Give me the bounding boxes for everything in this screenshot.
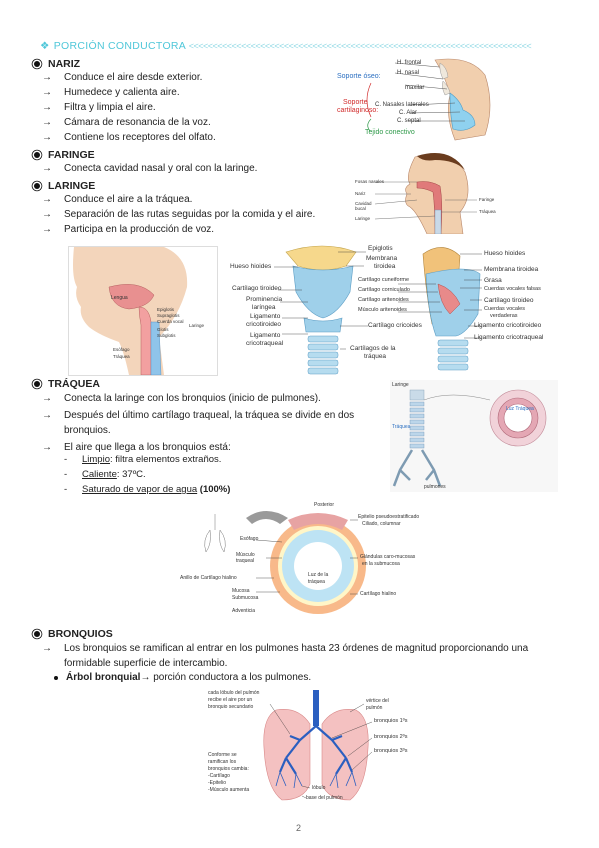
- traquea-list: →Conecta la laringe con los bronquios (i…: [42, 391, 382, 455]
- diamond-icon: ❖: [40, 40, 50, 52]
- trachea-illustration: [392, 389, 547, 487]
- bullet-icon: [34, 631, 40, 637]
- traquea-sublist: -Limpio: filtra elementos extraños. -Cal…: [64, 452, 364, 497]
- list-item: →Conecta la laringe con los bronquios (i…: [42, 393, 321, 404]
- list-item: →Los bronquios se ramifican al entrar en…: [42, 643, 529, 654]
- list-item-continuation: formidable superficie de intercambio.: [64, 658, 228, 669]
- larynx-cartilage-illustration: [274, 245, 482, 375]
- list-item: →Conecta cavidad nasal y oral con la lar…: [42, 163, 258, 174]
- nose-illustration: [366, 58, 491, 141]
- trachea-figure: Laringe Tráquea Luz Tráquea pulmones: [390, 380, 558, 492]
- faringe-list: →Conecta cavidad nasal y oral con la lar…: [42, 161, 342, 176]
- bullet-icon: [34, 183, 40, 189]
- arbol-bronquial-item: Árbol bronquial → porción conductora a l…: [54, 672, 311, 683]
- bullet-icon: [34, 61, 40, 67]
- arrow-right-icon: →: [42, 132, 52, 143]
- arrow-right-icon: →: [42, 117, 52, 128]
- trachea-cross-section-illustration: [204, 511, 366, 614]
- arrow-right-icon: →: [42, 393, 52, 404]
- sub-item: -Limpio: filtra elementos extraños.: [64, 454, 222, 465]
- laringe-list: →Conduce el aire a la tráquea. →Separaci…: [42, 192, 362, 237]
- list-item: →Conduce el aire desde exterior.: [42, 72, 203, 83]
- section-heading-nariz: NARIZ: [34, 58, 80, 70]
- larynx-sagittal-figure: Lengua Epiglotis Supraglotis Cuerda voca…: [68, 246, 218, 376]
- list-item-continuation: bronquios.: [64, 425, 111, 436]
- list-item: →Filtra y limpia el aire.: [42, 102, 156, 113]
- list-item: →El aire que llega a los bronquios está:: [42, 442, 231, 453]
- head-profile-illustration: [374, 153, 477, 235]
- decorative-chevrons: <<<<<<<<<<<<<<<<<<<<<<<<<<<<<<<<<<<<<<<<…: [188, 41, 532, 51]
- page-title: ❖PORCIÓN CONDUCTORA <<<<<<<<<<<<<<<<<<<<…: [40, 40, 532, 52]
- list-item: →Conduce el aire a la tráquea.: [42, 194, 193, 205]
- nariz-list: →Conduce el aire desde exterior. →Humede…: [42, 70, 342, 145]
- list-item: →Participa en la producción de voz.: [42, 224, 215, 235]
- arrow-right-icon: →: [42, 224, 52, 235]
- section-heading-bronquios: BRONQUIOS: [34, 628, 113, 640]
- bronquios-list: →Los bronquios se ramifican al entrar en…: [42, 641, 567, 671]
- section-heading-traquea: TRÁQUEA: [34, 378, 100, 390]
- bullet-icon: [34, 381, 40, 387]
- arrow-right-icon: →: [42, 209, 52, 220]
- pharynx-figure: Fosas nasales Nariz Cavidad bucal Laring…: [355, 152, 505, 235]
- bullet-icon: [54, 675, 58, 680]
- page-number: 2: [296, 823, 302, 833]
- nose-figure: H. frontal H. nasal Soporte óseo: maxila…: [335, 55, 495, 145]
- list-item: →Separación de las rutas seguidas por la…: [42, 209, 316, 220]
- arrow-right-icon: →: [42, 442, 52, 453]
- arrow-right-icon: →: [42, 163, 52, 174]
- larynx-sagittal-illustration: [73, 247, 188, 376]
- arrow-right-icon: →: [42, 87, 52, 98]
- section-heading-laringe: LARINGE: [34, 180, 95, 192]
- trachea-cross-section-figure: Posterior Epitelio pseudoestratificado C…: [180, 500, 419, 620]
- bullet-icon: [34, 152, 40, 158]
- list-item: →Cámara de resonancia de la voz.: [42, 117, 211, 128]
- list-item: →Después del último cartílago traqueal, …: [42, 410, 355, 421]
- bronchial-tree-figure: cada lóbulo del pulmón recibe el aire po…: [206, 688, 420, 806]
- list-item: →Humedece y calienta aire.: [42, 87, 180, 98]
- bronchial-tree-illustration: [263, 690, 373, 801]
- sub-item: -Caliente: 37ºC.: [64, 469, 146, 480]
- arrow-right-icon: →: [42, 643, 52, 654]
- sub-item: -Saturado de vapor de agua (100%): [64, 484, 231, 495]
- arrow-right-icon: →: [42, 102, 52, 113]
- arrow-right-icon: →: [42, 410, 52, 421]
- arrow-right-icon: →: [42, 72, 52, 83]
- list-item: →Contiene los receptores del olfato.: [42, 132, 216, 143]
- larynx-anatomy-figure: Epiglotis Membrana tiroidea Hueso hioide…: [228, 244, 558, 376]
- arrow-right-icon: →: [42, 194, 52, 205]
- section-heading-faringe: FARINGE: [34, 149, 95, 161]
